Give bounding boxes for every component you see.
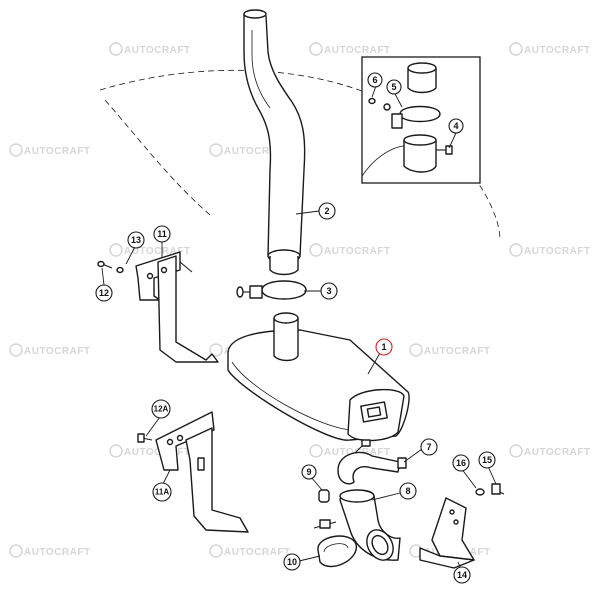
- svg-text:AUTOCRAFT: AUTOCRAFT: [124, 447, 191, 458]
- callout-6[interactable]: 6: [367, 72, 383, 88]
- callout-7[interactable]: 7: [420, 438, 438, 456]
- callout-10-ring: [283, 553, 301, 571]
- callout-1[interactable]: 1: [375, 338, 393, 356]
- bracket-right: [419, 497, 475, 569]
- callout-9-ring: [301, 464, 317, 480]
- callout-2-ring: [318, 202, 336, 220]
- callout-8-label: 8: [405, 486, 410, 496]
- callout-15[interactable]: 15: [478, 451, 496, 469]
- bracket-upper: [135, 251, 219, 363]
- watermark: AUTOCRAFT: [309, 243, 391, 257]
- callout-7-label: 7: [426, 442, 431, 452]
- callout-13-label: 13: [131, 235, 141, 245]
- svg-text:AUTOCRAFT: AUTOCRAFT: [24, 146, 91, 157]
- callout-1-label: 1: [381, 342, 386, 352]
- callout-10-label: 10: [287, 557, 297, 567]
- callout-5[interactable]: 5: [386, 79, 402, 95]
- watermark: AUTOCRAFT: [509, 444, 591, 458]
- callout-16-ring: [452, 454, 470, 472]
- callout-12-label: 12: [99, 288, 109, 298]
- svg-text:AUTOCRAFT: AUTOCRAFT: [124, 45, 191, 56]
- callout-5-label: 5: [391, 82, 396, 92]
- callout-13-ring: [127, 231, 145, 249]
- hardware: [97, 260, 505, 503]
- callout-4-ring: [448, 118, 464, 134]
- callout-11[interactable]: 11: [153, 225, 171, 243]
- u-bolt: [337, 439, 407, 485]
- bracket-lower: [155, 411, 249, 533]
- watermark: AUTOCRAFT: [109, 243, 191, 257]
- callout-11-label: 11: [157, 229, 167, 239]
- callout-11a-ring: [152, 482, 172, 502]
- callout-6-label: 6: [372, 75, 377, 85]
- callout-7-ring: [420, 438, 438, 456]
- svg-text:AUTOCRAFT: AUTOCRAFT: [524, 45, 591, 56]
- exhaust-stack-pipe: [243, 9, 306, 276]
- watermark: AUTOCRAFT: [209, 143, 291, 157]
- watermark: AUTOCRAFT: [109, 42, 191, 56]
- callout-16[interactable]: 16: [452, 454, 470, 472]
- callout-6-ring: [367, 72, 383, 88]
- callout-14-label: 14: [457, 570, 467, 580]
- lower-clamp: [313, 519, 357, 568]
- callout-15-label: 15: [482, 455, 492, 465]
- callout-16-label: 16: [456, 458, 466, 468]
- callout-4[interactable]: 4: [448, 118, 464, 134]
- watermark: AUTOCRAFT: [509, 42, 591, 56]
- watermark: AUTOCRAFT: [109, 444, 191, 458]
- callout-11a-label: 11A: [155, 488, 169, 497]
- svg-text:AUTOCRAFT: AUTOCRAFT: [524, 246, 591, 257]
- callout-1-ring: [375, 338, 393, 356]
- callout-12-ring: [95, 284, 113, 302]
- svg-text:AUTOCRAFT: AUTOCRAFT: [224, 547, 291, 558]
- callout-4-label: 4: [453, 121, 458, 131]
- hood-outline: [99, 69, 501, 241]
- svg-text:AUTOCRAFT: AUTOCRAFT: [24, 547, 91, 558]
- watermark: AUTOCRAFT: [9, 544, 91, 558]
- callouts: 1 2 3 4 5 6 7 8 9 10 11 11A 12 12A 13 14…: [95, 72, 496, 584]
- watermark: AUTOCRAFT: [309, 42, 391, 56]
- watermark: AUTOCRAFT: [9, 343, 91, 357]
- callout-14[interactable]: 14: [453, 566, 471, 584]
- svg-text:AUTOCRAFT: AUTOCRAFT: [524, 447, 591, 458]
- elbow-pipe: [339, 489, 401, 561]
- svg-text:AUTOCRAFT: AUTOCRAFT: [324, 246, 391, 257]
- callout-13[interactable]: 13: [127, 231, 145, 249]
- callout-11a[interactable]: 11A: [152, 482, 172, 502]
- callout-15-ring: [478, 451, 496, 469]
- callout-11-ring: [153, 225, 171, 243]
- callout-8-ring: [399, 482, 417, 500]
- svg-text:AUTOCRAFT: AUTOCRAFT: [324, 45, 391, 56]
- watermark: AUTOCRAFT: [409, 343, 491, 357]
- stack-clamp: [236, 280, 307, 300]
- muffler-body: [227, 312, 410, 442]
- svg-text:AUTOCRAFT: AUTOCRAFT: [24, 346, 91, 357]
- svg-text:AUTOCRAFT: AUTOCRAFT: [224, 146, 291, 157]
- watermark: AUTOCRAFT: [509, 243, 591, 257]
- watermark: AUTOCRAFT: [209, 544, 291, 558]
- callout-3-label: 3: [326, 286, 331, 296]
- callout-9-label: 9: [306, 467, 311, 477]
- callout-9[interactable]: 9: [301, 464, 317, 480]
- callout-3[interactable]: 3: [320, 282, 338, 300]
- svg-text:AUTOCRAFT: AUTOCRAFT: [124, 246, 191, 257]
- callout-10[interactable]: 10: [283, 553, 301, 571]
- callout-8[interactable]: 8: [399, 482, 417, 500]
- callout-12a[interactable]: 12A: [151, 399, 171, 419]
- watermark: AUTOCRAFT: [9, 143, 91, 157]
- callout-5-ring: [386, 79, 402, 95]
- callout-12a-ring: [151, 399, 171, 419]
- callout-14-ring: [453, 566, 471, 584]
- callout-12[interactable]: 12: [95, 284, 113, 302]
- callout-3-ring: [320, 282, 338, 300]
- svg-text:AUTOCRAFT: AUTOCRAFT: [424, 346, 491, 357]
- callout-12a-label: 12A: [154, 405, 169, 414]
- callout-2-label: 2: [324, 206, 329, 216]
- callout-2[interactable]: 2: [318, 202, 336, 220]
